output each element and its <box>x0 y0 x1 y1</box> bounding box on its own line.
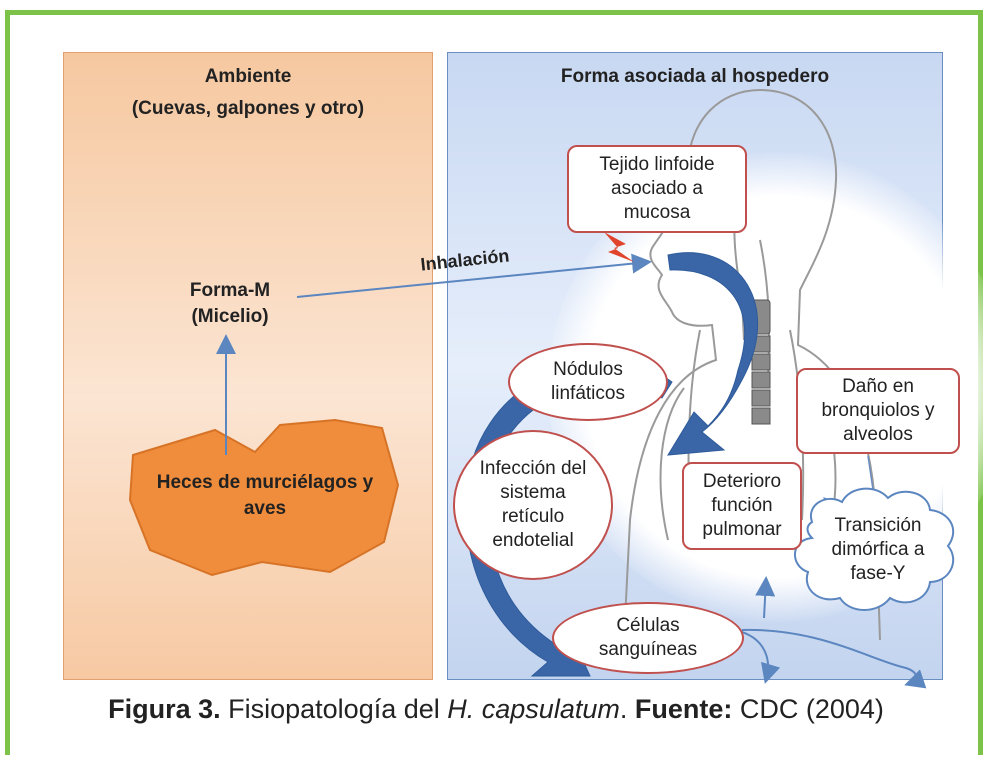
airway-flow-arrow <box>667 252 758 456</box>
mycelium-form-sublabel: (Micelio) <box>191 306 269 327</box>
caption-period: . <box>619 694 635 724</box>
environment-subtitle: (Cuevas, galpones y otro) <box>131 98 365 119</box>
blood-flow-arrow-1 <box>741 631 781 684</box>
node-lung-function: Deterioro función pulmonar <box>682 462 802 550</box>
node-bronchiole-damage: Daño en bronquiolos y alveolos <box>796 368 960 454</box>
node-blood-cells: Células sanguíneas <box>552 602 744 674</box>
blood-flow-arrow-2 <box>741 628 927 689</box>
figure-caption: Figura 3. Fisiopatología del H. capsulat… <box>0 694 992 725</box>
caption-source-label: Fuente: <box>634 694 733 724</box>
caption-source: CDC (2004) <box>732 694 884 724</box>
host-title: Forma asociada al hospedero <box>560 66 830 87</box>
caption-species: H. capsulatum <box>447 694 620 724</box>
transition-cloud-shape <box>794 487 955 611</box>
systemic-spread-arrow <box>465 361 673 677</box>
feces-label: Heces de murciélagos y aves <box>156 472 374 519</box>
caption-text: Fisiopatología del <box>220 694 448 724</box>
node-dimorphic-transition: Transición dimórfica a fase-Y <box>831 515 925 584</box>
feces-blob-shape <box>128 418 400 577</box>
irritation-mark <box>604 232 634 262</box>
caption-figure-label: Figura 3. <box>108 694 221 724</box>
environment-panel <box>63 52 433 680</box>
environment-title: Ambiente <box>204 66 292 87</box>
blood-flow-arrow-3 <box>755 576 776 619</box>
mycelium-form-label: Forma-M <box>189 280 271 301</box>
inhalation-arrow <box>296 253 652 298</box>
node-mucosa-tissue: Tejido linfoide asociado a mucosa <box>567 145 747 233</box>
node-lymph-nodes: Nódulos linfáticos <box>508 343 668 421</box>
node-reticuloendothelial-infection: Infección del sistema retículo endotelia… <box>453 430 613 580</box>
